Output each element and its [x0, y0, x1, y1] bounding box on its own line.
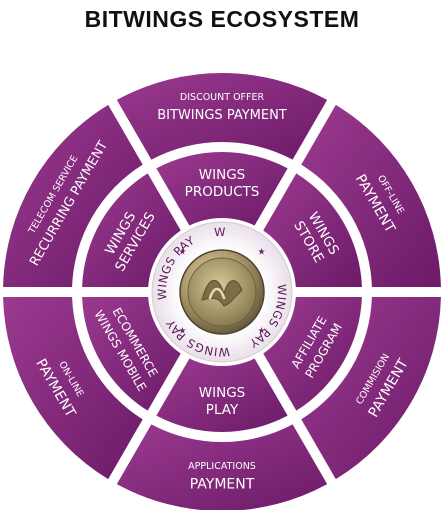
- inner-segment-shape: [263, 173, 362, 288]
- outer-segment-big-label: PAYMENT: [190, 477, 255, 493]
- inner-segment-shape: [156, 358, 288, 433]
- inner-segment-label-line: PRODUCTS: [185, 184, 260, 200]
- bitwings-coin-icon: [179, 249, 265, 335]
- outer-segment-shape: [3, 104, 143, 288]
- star-icon: ★: [178, 246, 186, 256]
- page-title: BITWINGS ECOSYSTEM: [84, 6, 360, 32]
- star-icon: ★: [258, 326, 266, 336]
- outer-segment-small-label: DISCOUNT OFFER: [180, 92, 265, 103]
- star-icon: ★: [178, 326, 186, 336]
- inner-segment-label-line: WINGS: [199, 167, 245, 183]
- outer-segment-discount-offer[interactable]: DISCOUNT OFFER BITWINGS PAYMENT: [116, 73, 328, 160]
- inner-segment-shape: [156, 151, 288, 226]
- outer-segment-shape: [116, 424, 328, 510]
- inner-segment-label-line: WINGS: [199, 385, 245, 401]
- outer-segment-shape: [301, 296, 441, 480]
- outer-segment-small-label: APPLICATIONS: [188, 461, 256, 472]
- outer-segment-shape: [301, 104, 441, 288]
- outer-segment-shape: [116, 73, 328, 160]
- inner-segment-shape: [82, 173, 181, 288]
- outer-segment-label: DISCOUNT OFFER BITWINGS PAYMENT: [157, 92, 287, 123]
- inner-segment-label-line: PLAY: [206, 402, 239, 418]
- star-icon: ★: [258, 246, 266, 256]
- outer-segment-shape: [3, 296, 143, 480]
- inner-segment-shape: [82, 296, 181, 411]
- outer-segment-big-label: BITWINGS PAYMENT: [157, 108, 287, 123]
- outer-segment-label: APPLICATIONS PAYMENT: [188, 461, 256, 493]
- inner-segment-shape: [263, 296, 362, 411]
- outer-segment-applications[interactable]: APPLICATIONS PAYMENT: [116, 424, 328, 510]
